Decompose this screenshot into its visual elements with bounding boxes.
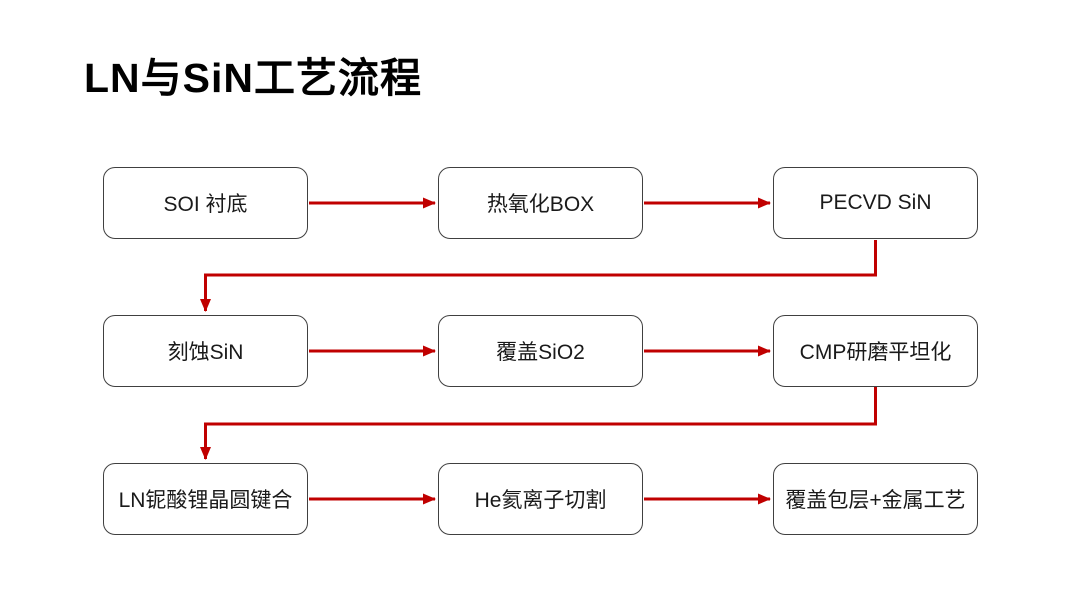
flow-node-soi-substrate: SOI 衬底: [103, 167, 308, 239]
flow-node-cladding-metal: 覆盖包层+金属工艺: [773, 463, 978, 535]
flow-node-cover-sio2: 覆盖SiO2: [438, 315, 643, 387]
flow-node-thermal-oxide-box: 热氧化BOX: [438, 167, 643, 239]
flow-node-pecvd-sin: PECVD SiN: [773, 167, 978, 239]
arrow-pecvd-to-etch: [200, 240, 877, 312]
page-title: LN与SiN工艺流程: [84, 55, 422, 101]
arrow-cmp-to-bonding: [200, 387, 877, 460]
flow-node-cmp-planarization: CMP研磨平坦化: [773, 315, 978, 387]
flow-node-etch-sin: 刻蚀SiN: [103, 315, 308, 387]
flow-node-he-ion-slicing: He氦离子切割: [438, 463, 643, 535]
flow-node-ln-wafer-bonding: LN铌酸锂晶圆键合: [103, 463, 308, 535]
